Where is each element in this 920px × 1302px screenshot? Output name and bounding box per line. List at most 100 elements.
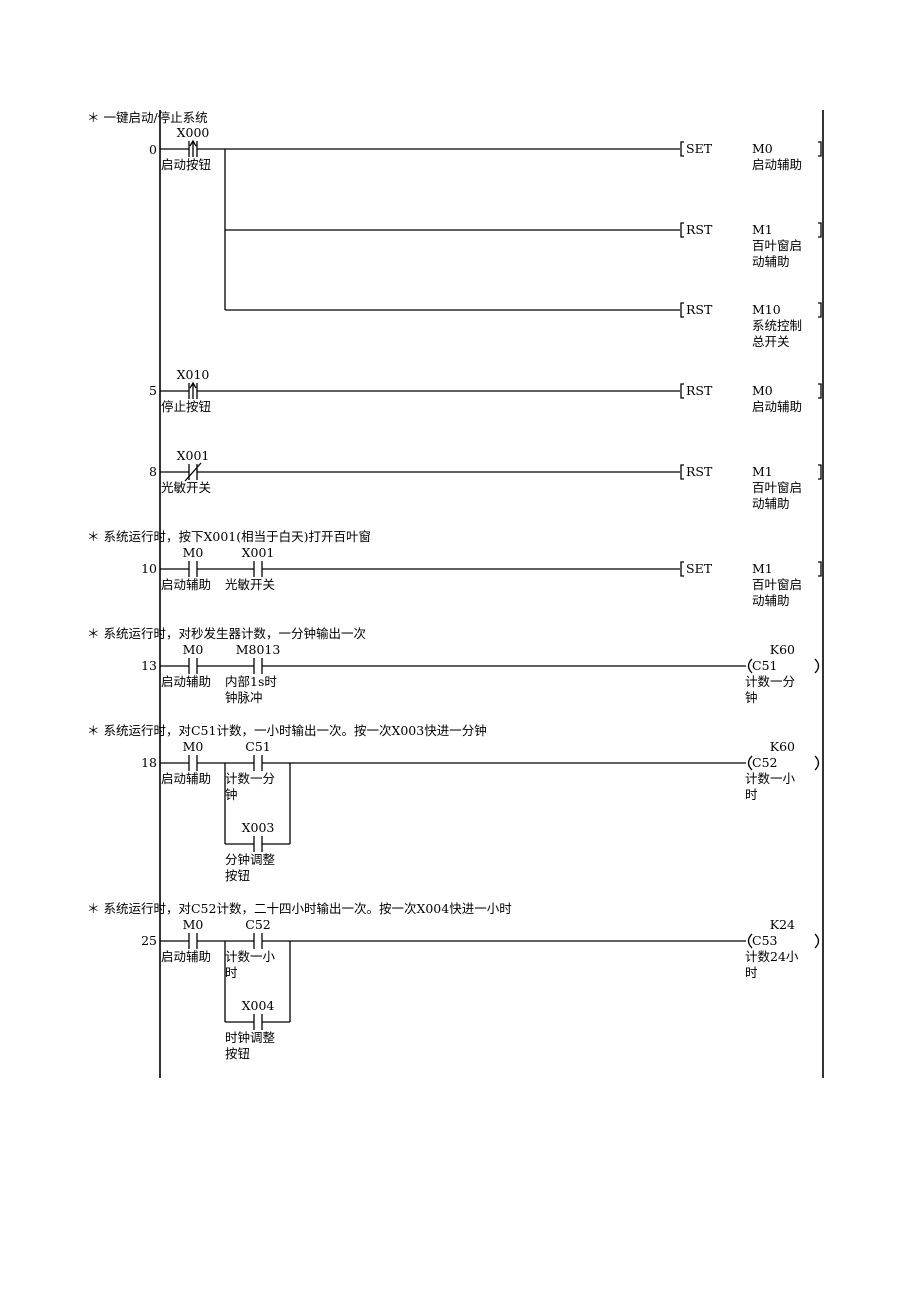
instruction-name: RST <box>686 302 713 317</box>
output-coil: K60 C51 计数一分 钟 <box>745 642 820 705</box>
rung-0: ＊ 一键启动/停止系统 0 X000 启动按钮 SET M0 启动辅助 RST … <box>87 110 822 349</box>
instruction-name: RST <box>686 464 713 479</box>
contact-label: 时 <box>225 965 238 980</box>
coil-constant: K60 <box>770 642 795 657</box>
contact-device: C51 <box>245 739 270 754</box>
normally-open-contact-symbol <box>188 755 198 771</box>
output-coil: K60 C52 计数一小 时 <box>745 739 820 802</box>
rung-comment: ＊ 系统运行时，对C52计数，二十四小时输出一次。按一次X004快进一小时 <box>87 901 512 916</box>
instruction-box: RST M1 百叶窗启 动辅助 <box>680 222 822 269</box>
normally-open-contact-symbol <box>253 933 263 949</box>
instruction-name: RST <box>686 383 713 398</box>
contact-device: X001 <box>242 545 275 560</box>
instruction-operand: M0 <box>752 141 773 156</box>
rung-8: 8 X001 光敏开关 RST M1 百叶窗启 动辅助 <box>149 448 822 511</box>
contact-label: 分钟调整 <box>225 852 276 867</box>
coil-label: 计数24小 <box>745 949 799 964</box>
operand-label: 百叶窗启 <box>752 480 802 495</box>
step-number: 8 <box>149 464 157 479</box>
coil-constant: K60 <box>770 739 795 754</box>
normally-open-contact-symbol <box>188 658 198 674</box>
operand-label: 动辅助 <box>752 593 790 608</box>
instruction-box: RST M10 系统控制 总开关 <box>680 302 822 349</box>
contact-label: 启动辅助 <box>161 674 211 689</box>
instruction-name: SET <box>686 561 713 576</box>
coil-label: 时 <box>745 787 758 802</box>
coil-label: 计数一分 <box>745 674 795 689</box>
normally-open-contact-symbol <box>253 561 263 577</box>
operand-label: 百叶窗启 <box>752 238 802 253</box>
contact-label: 内部1s时 <box>225 674 277 689</box>
contact-device: M8013 <box>236 642 281 657</box>
step-number: 0 <box>149 142 157 157</box>
contact-device: M0 <box>183 739 204 754</box>
coil-operand: C53 <box>752 933 778 948</box>
contact-label: 计数一分 <box>225 771 275 786</box>
operand-label: 总开关 <box>752 334 790 349</box>
contact-label: 停止按钮 <box>161 399 211 414</box>
instruction-operand: M1 <box>752 561 773 576</box>
rising-edge-contact-symbol <box>160 381 198 399</box>
rung-comment: ＊ 系统运行时，对C51计数，一小时输出一次。按一次X003快进一分钟 <box>87 723 487 738</box>
contact-device: X003 <box>242 820 275 835</box>
contact-label: 光敏开关 <box>161 480 211 495</box>
rung-comment: ＊ 系统运行时，按下X001(相当于白天)打开百叶窗 <box>87 529 371 544</box>
operand-label: 系统控制 <box>752 318 802 333</box>
coil-operand: C52 <box>752 755 777 770</box>
normally-open-contact-symbol <box>188 933 198 949</box>
contact-label: 按钮 <box>225 1046 250 1061</box>
contact-label: 计数一小 <box>225 949 276 964</box>
contact-label: 时钟调整 <box>225 1030 276 1045</box>
coil-constant: K24 <box>770 917 795 932</box>
normally-open-contact-symbol <box>253 1014 263 1030</box>
contact-label: 启动辅助 <box>161 771 211 786</box>
rung-18: ＊ 系统运行时，对C51计数，一小时输出一次。按一次X003快进一分钟 18 M… <box>87 723 820 883</box>
operand-label: 启动辅助 <box>752 157 802 172</box>
contact-device: M0 <box>183 642 204 657</box>
contact-label: 光敏开关 <box>225 577 275 592</box>
step-number: 5 <box>149 383 157 398</box>
contact-label: 启动按钮 <box>161 157 211 172</box>
instruction-name: RST <box>686 222 713 237</box>
coil-label: 时 <box>745 965 758 980</box>
step-number: 25 <box>141 933 157 948</box>
contact-device: X000 <box>177 125 210 140</box>
instruction-name: SET <box>686 141 713 156</box>
operand-label: 启动辅助 <box>752 399 802 414</box>
instruction-operand: M1 <box>752 464 773 479</box>
normally-open-contact-symbol <box>253 755 263 771</box>
instruction-box: RST M1 百叶窗启 动辅助 <box>680 464 822 511</box>
contact-device: M0 <box>183 917 204 932</box>
normally-open-contact-symbol <box>253 658 263 674</box>
coil-label: 钟 <box>745 690 758 705</box>
rung-10: ＊ 系统运行时，按下X001(相当于白天)打开百叶窗 10 M0 启动辅助 X0… <box>87 529 822 608</box>
rung-25: ＊ 系统运行时，对C52计数，二十四小时输出一次。按一次X004快进一小时 25… <box>87 901 820 1061</box>
contact-device: X010 <box>177 367 210 382</box>
contact-label: 钟 <box>225 787 238 802</box>
output-coil: K24 C53 计数24小 时 <box>745 917 820 980</box>
normally-open-contact-symbol <box>188 561 198 577</box>
rung-comment: ＊ 系统运行时，对秒发生器计数，一分钟输出一次 <box>87 626 366 641</box>
contact-label: 按钮 <box>225 868 250 883</box>
instruction-box: SET M0 启动辅助 <box>680 141 822 172</box>
coil-label: 计数一小 <box>745 771 796 786</box>
rung-5: 5 X010 停止按钮 RST M0 启动辅助 <box>149 367 822 414</box>
normally-open-contact-symbol <box>253 836 263 852</box>
instruction-operand: M1 <box>752 222 773 237</box>
instruction-box: RST M0 启动辅助 <box>680 383 822 414</box>
contact-device: M0 <box>183 545 204 560</box>
step-number: 18 <box>141 755 157 770</box>
operand-label: 动辅助 <box>752 254 790 269</box>
operand-label: 百叶窗启 <box>752 577 802 592</box>
instruction-box: SET M1 百叶窗启 动辅助 <box>680 561 822 608</box>
normally-closed-contact-symbol <box>160 462 202 482</box>
contact-device: C52 <box>245 917 270 932</box>
rung-13: ＊ 系统运行时，对秒发生器计数，一分钟输出一次 13 M0 启动辅助 M8013… <box>87 626 820 705</box>
rising-edge-contact-symbol <box>160 139 198 157</box>
rung-comment: ＊ 一键启动/停止系统 <box>87 110 208 125</box>
contact-device: X004 <box>242 998 275 1013</box>
contact-device: X001 <box>177 448 210 463</box>
contact-label: 启动辅助 <box>161 949 211 964</box>
step-number: 13 <box>141 658 157 673</box>
